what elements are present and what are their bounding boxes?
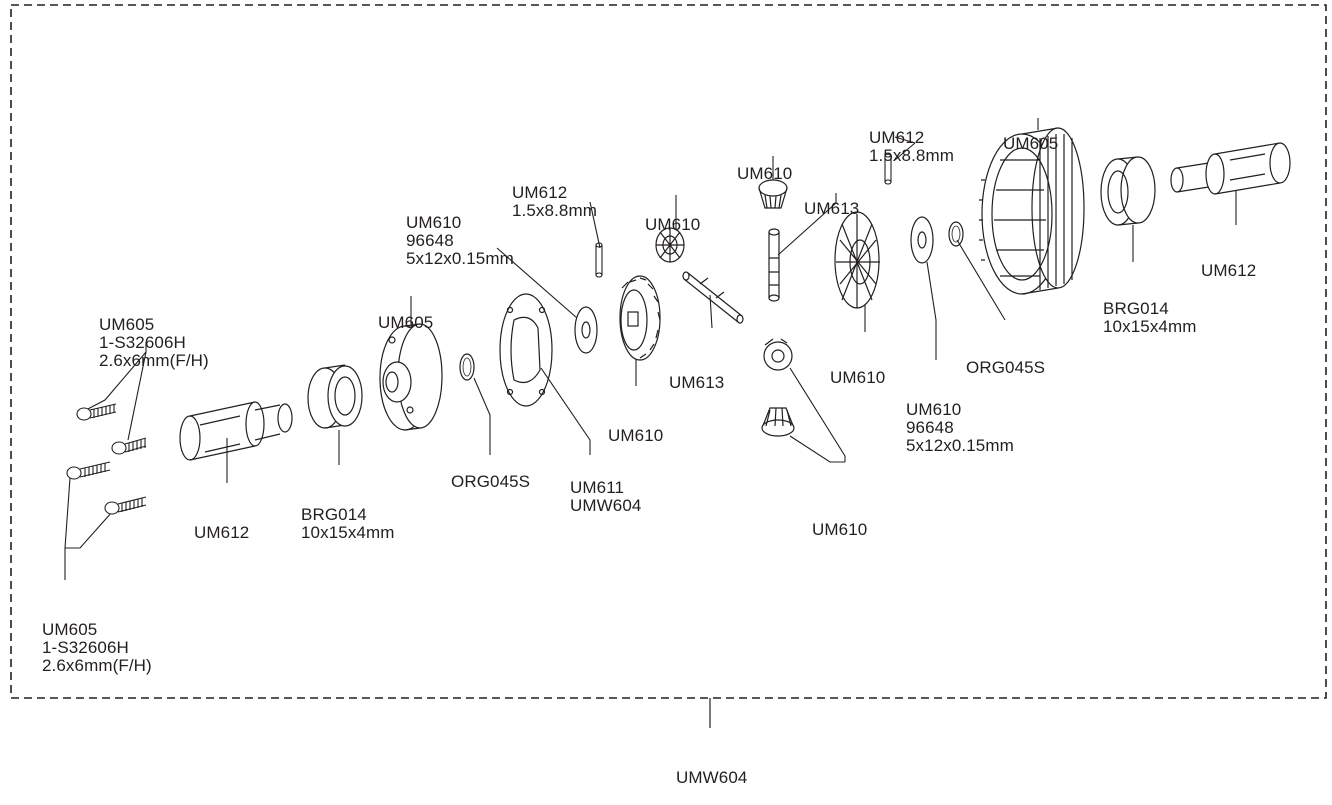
- pin-left: [595, 242, 603, 278]
- outdrive-right: [1170, 142, 1291, 195]
- label-cross-shaft-left: UM613: [669, 373, 725, 392]
- label-housing-right: UM605: [1003, 134, 1059, 153]
- label-cross-shaft-right: UM613: [804, 199, 860, 218]
- gasket: [499, 293, 553, 407]
- label-spider-gear-top: UM610: [737, 164, 793, 183]
- screw-top-2: [111, 437, 147, 455]
- cross-shaft-right: [768, 228, 780, 302]
- label-spider-gear-top-left: UM610: [645, 215, 701, 234]
- leader-lines: [64, 118, 1237, 580]
- screw-bottom-2: [104, 496, 147, 515]
- housing-left: [379, 323, 443, 431]
- ring-gear-left: [619, 275, 661, 361]
- shim-right: [910, 216, 934, 264]
- label-housing-left: UM605: [378, 313, 434, 332]
- bearing-left: [307, 364, 363, 429]
- bearing-right: [1100, 156, 1156, 226]
- assembly-frame: [10, 4, 1327, 699]
- label-assembly-code: UMW604: [676, 768, 748, 787]
- spider-gear-bottom-1: [763, 338, 793, 371]
- label-spider-gears-bottom: UM610: [812, 520, 868, 539]
- ring-gear-right: [834, 211, 880, 309]
- cross-shaft-left: [682, 271, 744, 324]
- spider-gear-bottom-2: [761, 407, 795, 437]
- spider-gear-top: [758, 179, 788, 209]
- label-outdrive-left: UM612: [194, 523, 250, 542]
- label-outdrive-right: UM612: [1201, 261, 1257, 280]
- spider-gear-top-left: [655, 227, 685, 263]
- outdrive-left: [179, 401, 293, 461]
- exploded-diagram: [10, 4, 1327, 728]
- label-ring-gear-left: UM610: [608, 426, 664, 445]
- screw-top-1: [76, 403, 117, 421]
- screw-bottom-1: [66, 461, 111, 480]
- label-ring-gear-right: UM610: [830, 368, 886, 387]
- shim-left: [574, 306, 598, 354]
- label-oring-left: ORG045S: [451, 472, 531, 491]
- housing-right: [979, 127, 1085, 295]
- pin-right: [884, 152, 892, 185]
- oring-left: [459, 353, 475, 381]
- label-oring-right: ORG045S: [966, 358, 1046, 377]
- oring-right: [948, 221, 964, 247]
